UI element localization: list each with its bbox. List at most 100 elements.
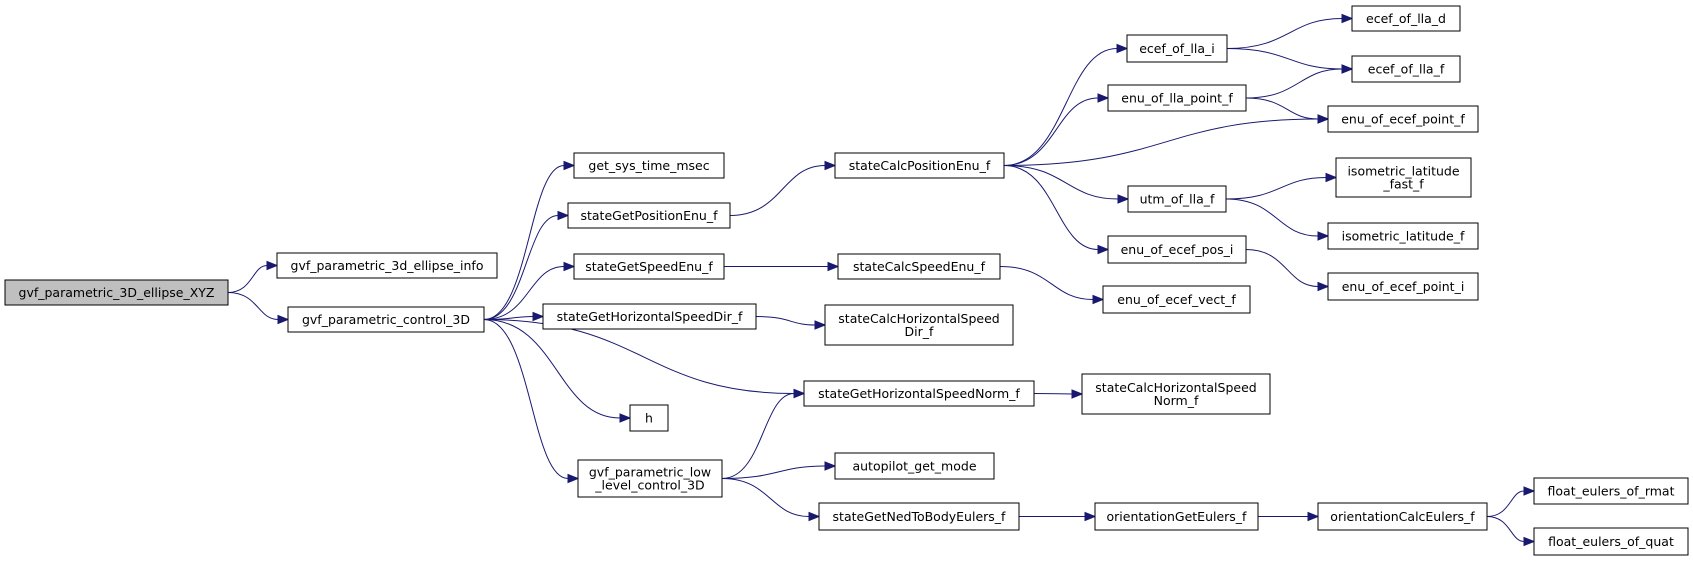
- node-float-eulers-of-quat[interactable]: float_eulers_of_quat: [1533, 527, 1689, 556]
- node-ecef-of-lla-i[interactable]: ecef_of_lla_i: [1126, 34, 1228, 63]
- edge-state-get-ned-to-body-eulers-f-to-orientation-get-eulers-f: [1018, 511, 1097, 522]
- node-label: stateGetPositionEnu_f: [580, 208, 718, 223]
- node-state-calc-position-enu-f[interactable]: stateCalcPositionEnu_f: [834, 152, 1005, 179]
- node-h[interactable]: h: [629, 404, 669, 432]
- node-state-get-horizontal-speed-norm-f[interactable]: stateGetHorizontalSpeedNorm_f: [803, 380, 1035, 407]
- arrowhead: [1092, 294, 1105, 305]
- node-label: _level_control_3D: [594, 478, 704, 493]
- node-box: [542, 303, 757, 330]
- node-get-sys-time-msec[interactable]: get_sys_time_msec: [573, 152, 725, 179]
- arrowhead: [567, 473, 580, 484]
- edge-state-get-speed-enu-f-to-state-calc-speed-enu-f: [724, 261, 840, 272]
- edge-line: [755, 316, 816, 326]
- node-box: [276, 252, 498, 279]
- arrowhead: [1317, 231, 1330, 241]
- node-label: autopilot_get_mode: [852, 459, 976, 474]
- edge-line: [1486, 516, 1525, 542]
- node-label: stateGetNedToBodyEulers_f: [833, 509, 1007, 524]
- nodes: gvf_parametric_3D_ellipse_XYZ gvf_paramet…: [4, 5, 1689, 556]
- node-box: [803, 380, 1035, 407]
- edge-state-calc-position-enu-f-to-ecef-of-lla-i: [1003, 43, 1129, 166]
- edge-line: [1225, 198, 1319, 237]
- edge-state-calc-position-enu-f-to-enu-of-ecef-point-f: [1003, 114, 1330, 166]
- node-isometric-latitude-fast-f[interactable]: isometric_latitude_fast_f: [1335, 157, 1472, 198]
- node-box: [4, 279, 229, 306]
- edge-line: [483, 165, 565, 320]
- edge-root-to-control-3-d: [227, 292, 290, 325]
- node-box: [629, 404, 669, 432]
- node-autopilot-get-mode[interactable]: autopilot_get_mode: [834, 452, 995, 480]
- edge-line: [1226, 18, 1343, 49]
- node-state-get-ned-to-body-eulers-f[interactable]: stateGetNedToBodyEulers_f: [818, 502, 1020, 531]
- node-label: enu_of_ecef_point_i: [1342, 279, 1465, 294]
- node-label: ecef_of_lla_d: [1366, 11, 1446, 26]
- edge-orientation-calc-eulers-f-to-float-eulers-of-rmat: [1486, 486, 1536, 517]
- edge-line: [1033, 393, 1073, 395]
- node-box: [1317, 502, 1488, 531]
- edge-line: [227, 292, 279, 320]
- node-state-get-speed-enu-f[interactable]: stateGetSpeedEnu_f: [573, 253, 725, 280]
- edge-line: [483, 319, 621, 419]
- edge-line: [1003, 97, 1099, 166]
- node-box: [573, 253, 725, 280]
- node-label: isometric_latitude_f: [1342, 229, 1465, 244]
- node-label: gvf_parametric_3D_ellipse_XYZ: [19, 285, 215, 300]
- node-ecef-of-lla-f[interactable]: ecef_of_lla_f: [1351, 55, 1461, 83]
- arrowhead: [1317, 281, 1330, 292]
- node-label: stateGetSpeedEnu_f: [585, 259, 713, 274]
- arrowhead: [557, 210, 570, 221]
- edge-orientation-calc-eulers-f-to-float-eulers-of-quat: [1486, 516, 1536, 547]
- node-label: stateCalcHorizontalSpeed: [838, 311, 999, 326]
- arrowhead: [563, 160, 576, 171]
- edge-utm-of-lla-f-to-isometric-latitude-f: [1225, 198, 1330, 241]
- node-state-calc-speed-enu-f[interactable]: stateCalcSpeedEnu_f: [837, 253, 1001, 280]
- node-orientation-get-eulers-f[interactable]: orientationGetEulers_f: [1094, 502, 1259, 531]
- edge-state-get-horizontal-speed-dir-f-to-state-calc-horizontal-speed-dir-f: [755, 316, 827, 330]
- node-state-get-position-enu-f[interactable]: stateGetPositionEnu_f: [567, 202, 731, 229]
- edge-line: [1003, 165, 1099, 250]
- node-isometric-latitude-f[interactable]: isometric_latitude_f: [1327, 222, 1479, 250]
- edge-line: [1245, 249, 1319, 287]
- node-box: [1102, 285, 1251, 314]
- edge-state-calc-position-enu-f-to-utm-of-lla-f: [1003, 165, 1130, 204]
- edge-line: [1225, 177, 1327, 200]
- node-label: gvf_parametric_3d_ellipse_info: [291, 258, 484, 273]
- node-ellipse-info[interactable]: gvf_parametric_3d_ellipse_info: [276, 252, 498, 279]
- node-state-get-horizontal-speed-dir-f[interactable]: stateGetHorizontalSpeedDir_f: [542, 303, 757, 330]
- edge-line: [729, 165, 826, 216]
- node-utm-of-lla-f[interactable]: utm_of_lla_f: [1127, 185, 1227, 213]
- node-enu-of-lla-point-f[interactable]: enu_of_lla_point_f: [1107, 84, 1247, 112]
- node-orientation-calc-eulers-f[interactable]: orientationCalcEulers_f: [1317, 502, 1488, 531]
- edge-line: [483, 215, 559, 320]
- edge-control-3-d-to-h: [483, 319, 632, 423]
- node-enu-of-ecef-point-f[interactable]: enu_of_ecef_point_f: [1327, 105, 1479, 133]
- node-low-level-control-3-d[interactable]: gvf_parametric_low_level_control_3D: [577, 459, 723, 498]
- edge-line: [483, 319, 795, 394]
- edge-line: [721, 478, 810, 517]
- node-enu-of-ecef-vect-f[interactable]: enu_of_ecef_vect_f: [1102, 285, 1251, 314]
- node-enu-of-ecef-point-i[interactable]: enu_of_ecef_point_i: [1327, 272, 1479, 301]
- edge-line: [1003, 165, 1119, 200]
- node-enu-of-ecef-pos-i[interactable]: enu_of_ecef_pos_i: [1107, 235, 1247, 264]
- node-float-eulers-of-rmat[interactable]: float_eulers_of_rmat: [1533, 477, 1689, 505]
- arrowhead: [1097, 93, 1110, 103]
- node-label: utm_of_lla_f: [1140, 192, 1215, 207]
- arrowhead: [808, 511, 821, 522]
- arrowhead: [619, 413, 632, 423]
- edge-root-to-ellipse-info: [227, 260, 279, 293]
- arrowhead: [824, 461, 837, 471]
- node-control-3-d[interactable]: gvf_parametric_control_3D: [287, 306, 485, 333]
- node-box: [577, 459, 723, 498]
- edge-control-3-d-to-state-get-position-enu-f: [483, 210, 570, 320]
- node-label: Norm_f: [1154, 393, 1199, 408]
- edge-line: [1003, 118, 1319, 166]
- node-box: [1081, 373, 1271, 415]
- node-root[interactable]: gvf_parametric_3D_ellipse_XYZ: [4, 279, 229, 306]
- node-label: gvf_parametric_low: [589, 465, 711, 480]
- node-box: [837, 253, 1001, 280]
- edge-line: [227, 265, 268, 293]
- edge-line: [1245, 68, 1343, 99]
- node-ecef-of-lla-d[interactable]: ecef_of_lla_d: [1351, 5, 1461, 32]
